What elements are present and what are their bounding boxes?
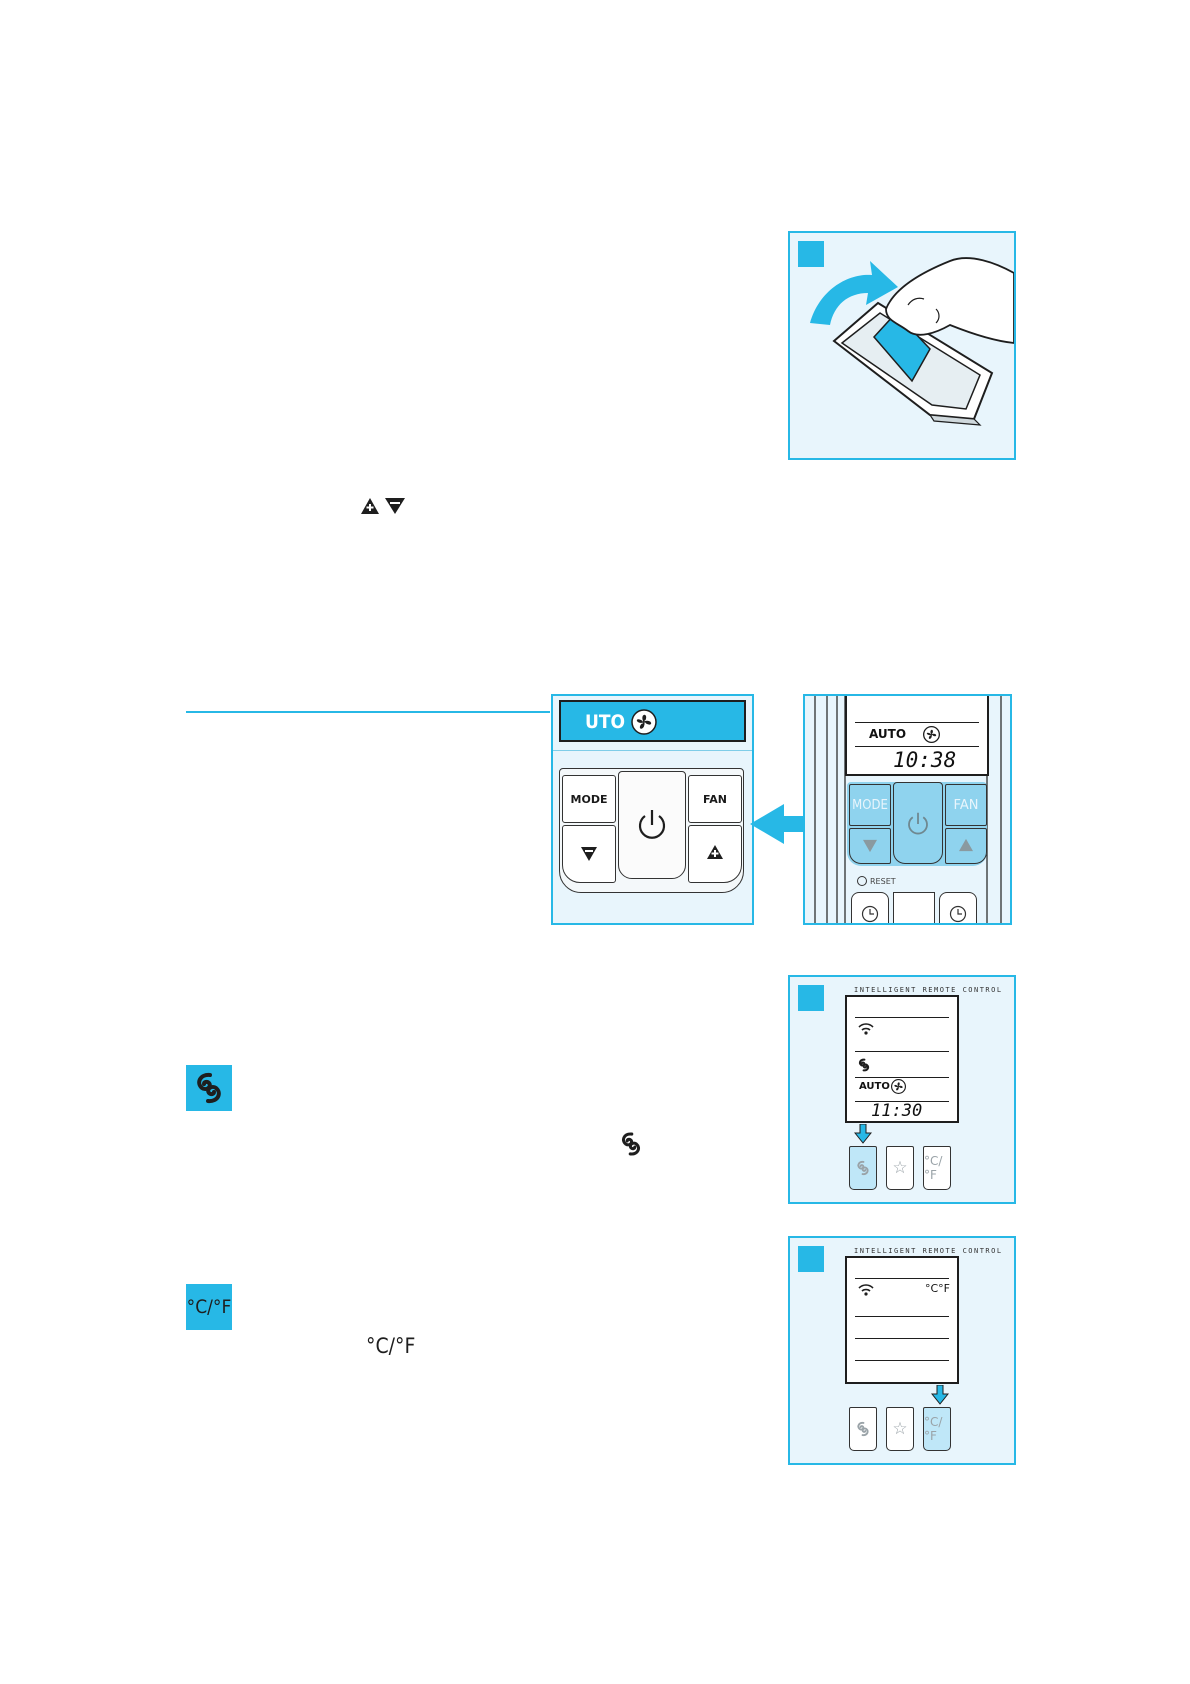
fan-icon bbox=[631, 709, 657, 735]
swing-icon bbox=[197, 1072, 221, 1104]
fan-button[interactable]: FAN bbox=[688, 775, 742, 823]
remote-zoom-panel: UTO MODE FAN bbox=[551, 694, 754, 925]
down-button[interactable] bbox=[562, 825, 616, 883]
full-button-cluster: MODE FAN bbox=[847, 782, 987, 866]
star-icon: ☆ bbox=[892, 1158, 908, 1178]
full-fan-label: FAN bbox=[953, 797, 979, 813]
star-icon: ☆ bbox=[892, 1419, 908, 1439]
mode-button-label: MODE bbox=[570, 792, 608, 806]
timer-on-button[interactable] bbox=[851, 892, 889, 923]
swing-icon-tile bbox=[186, 1065, 232, 1111]
celsius-fahrenheit-icon: °C/°F bbox=[186, 1296, 232, 1318]
swing-icon bbox=[857, 1160, 869, 1176]
full-display-time: 10:38 bbox=[893, 748, 957, 772]
up-arrow-icon bbox=[959, 838, 973, 852]
remote-full-panel: AUTO 10:38 MODE FAN bbox=[803, 694, 1012, 925]
reset-indicator[interactable]: RESET bbox=[857, 876, 896, 886]
swing-icon bbox=[857, 1421, 869, 1437]
full-down-button[interactable] bbox=[849, 828, 891, 864]
power-icon bbox=[638, 810, 666, 839]
up-button[interactable] bbox=[688, 825, 742, 883]
swing-display-time: 11:30 bbox=[871, 1101, 923, 1121]
reset-label: RESET bbox=[870, 876, 896, 886]
zoom-separator bbox=[553, 750, 752, 751]
power-icon bbox=[908, 812, 928, 835]
unit-softkey[interactable]: °C/°F bbox=[923, 1407, 951, 1451]
clock-icon bbox=[861, 905, 879, 923]
swing-panel-header: INTELLIGENT REMOTE CONTROL bbox=[854, 986, 1003, 994]
fan-icon bbox=[923, 726, 940, 743]
swing-softkey[interactable] bbox=[849, 1407, 877, 1451]
celsius-fahrenheit-icon-tile: °C/°F bbox=[186, 1284, 232, 1330]
up-arrow-icon bbox=[707, 845, 723, 859]
swing-icon bbox=[622, 1132, 640, 1156]
up-arrow-icon bbox=[361, 498, 405, 514]
battery-cover-illustration bbox=[810, 257, 1014, 426]
step-badge bbox=[798, 241, 824, 267]
star-softkey[interactable]: ☆ bbox=[886, 1146, 914, 1190]
swing-panel: INTELLIGENT REMOTE CONTROL AUTO 11:30 ☆ bbox=[788, 975, 1016, 1204]
zoom-display-mode: UTO bbox=[585, 711, 626, 733]
full-mode-button[interactable]: MODE bbox=[849, 784, 891, 826]
clock-icon bbox=[949, 905, 967, 923]
step-badge bbox=[798, 1246, 824, 1272]
swing-display-mode: AUTO bbox=[859, 1081, 890, 1092]
temp-panel-header: INTELLIGENT REMOTE CONTROL bbox=[854, 1247, 1003, 1255]
pointer-arrow-icon bbox=[750, 804, 834, 844]
step-badge bbox=[798, 985, 824, 1011]
reset-circle-icon bbox=[857, 876, 867, 886]
celsius-fahrenheit-icon: °C/°F bbox=[924, 1415, 943, 1443]
down-arrow-icon bbox=[863, 839, 877, 853]
swing-icon bbox=[858, 1058, 870, 1072]
full-mode-label: MODE bbox=[852, 797, 888, 813]
celsius-fahrenheit-icon: °C/°F bbox=[366, 1334, 416, 1358]
full-up-button[interactable] bbox=[945, 828, 987, 864]
unit-softkey[interactable]: °C/°F bbox=[923, 1146, 951, 1190]
mode-button[interactable]: MODE bbox=[562, 775, 616, 823]
up-down-arrow-icons bbox=[359, 496, 411, 516]
fan-button-label: FAN bbox=[703, 792, 727, 806]
down-pointer-icon bbox=[854, 1124, 872, 1144]
swing-softkey[interactable] bbox=[849, 1146, 877, 1190]
full-display-mode: AUTO bbox=[869, 727, 907, 741]
fan-icon bbox=[891, 1079, 906, 1094]
zoom-button-cluster: MODE FAN bbox=[559, 768, 744, 893]
down-arrow-icon bbox=[581, 847, 597, 861]
wifi-icon bbox=[858, 1284, 874, 1296]
swing-panel-display: AUTO 11:30 bbox=[845, 995, 959, 1123]
zoom-display: UTO bbox=[559, 700, 746, 742]
temp-panel-display: °C°F bbox=[845, 1256, 959, 1384]
remote-outline bbox=[814, 696, 1002, 923]
middle-lower-button[interactable] bbox=[893, 892, 935, 923]
battery-cover-panel bbox=[788, 231, 1016, 460]
timer-off-button[interactable] bbox=[939, 892, 977, 923]
full-fan-button[interactable]: FAN bbox=[945, 784, 987, 826]
wifi-icon bbox=[858, 1023, 874, 1035]
temp-unit-panel: INTELLIGENT REMOTE CONTROL °C°F ☆ °C/°F bbox=[788, 1236, 1016, 1465]
full-power-button[interactable] bbox=[893, 782, 943, 864]
down-pointer-icon bbox=[931, 1385, 949, 1405]
temp-display-unit: °C°F bbox=[925, 1282, 951, 1295]
power-button[interactable] bbox=[618, 771, 686, 879]
section-divider bbox=[186, 711, 550, 713]
full-remote-display: AUTO 10:38 bbox=[845, 696, 989, 776]
star-softkey[interactable]: ☆ bbox=[886, 1407, 914, 1451]
celsius-fahrenheit-icon: °C/°F bbox=[924, 1154, 943, 1182]
